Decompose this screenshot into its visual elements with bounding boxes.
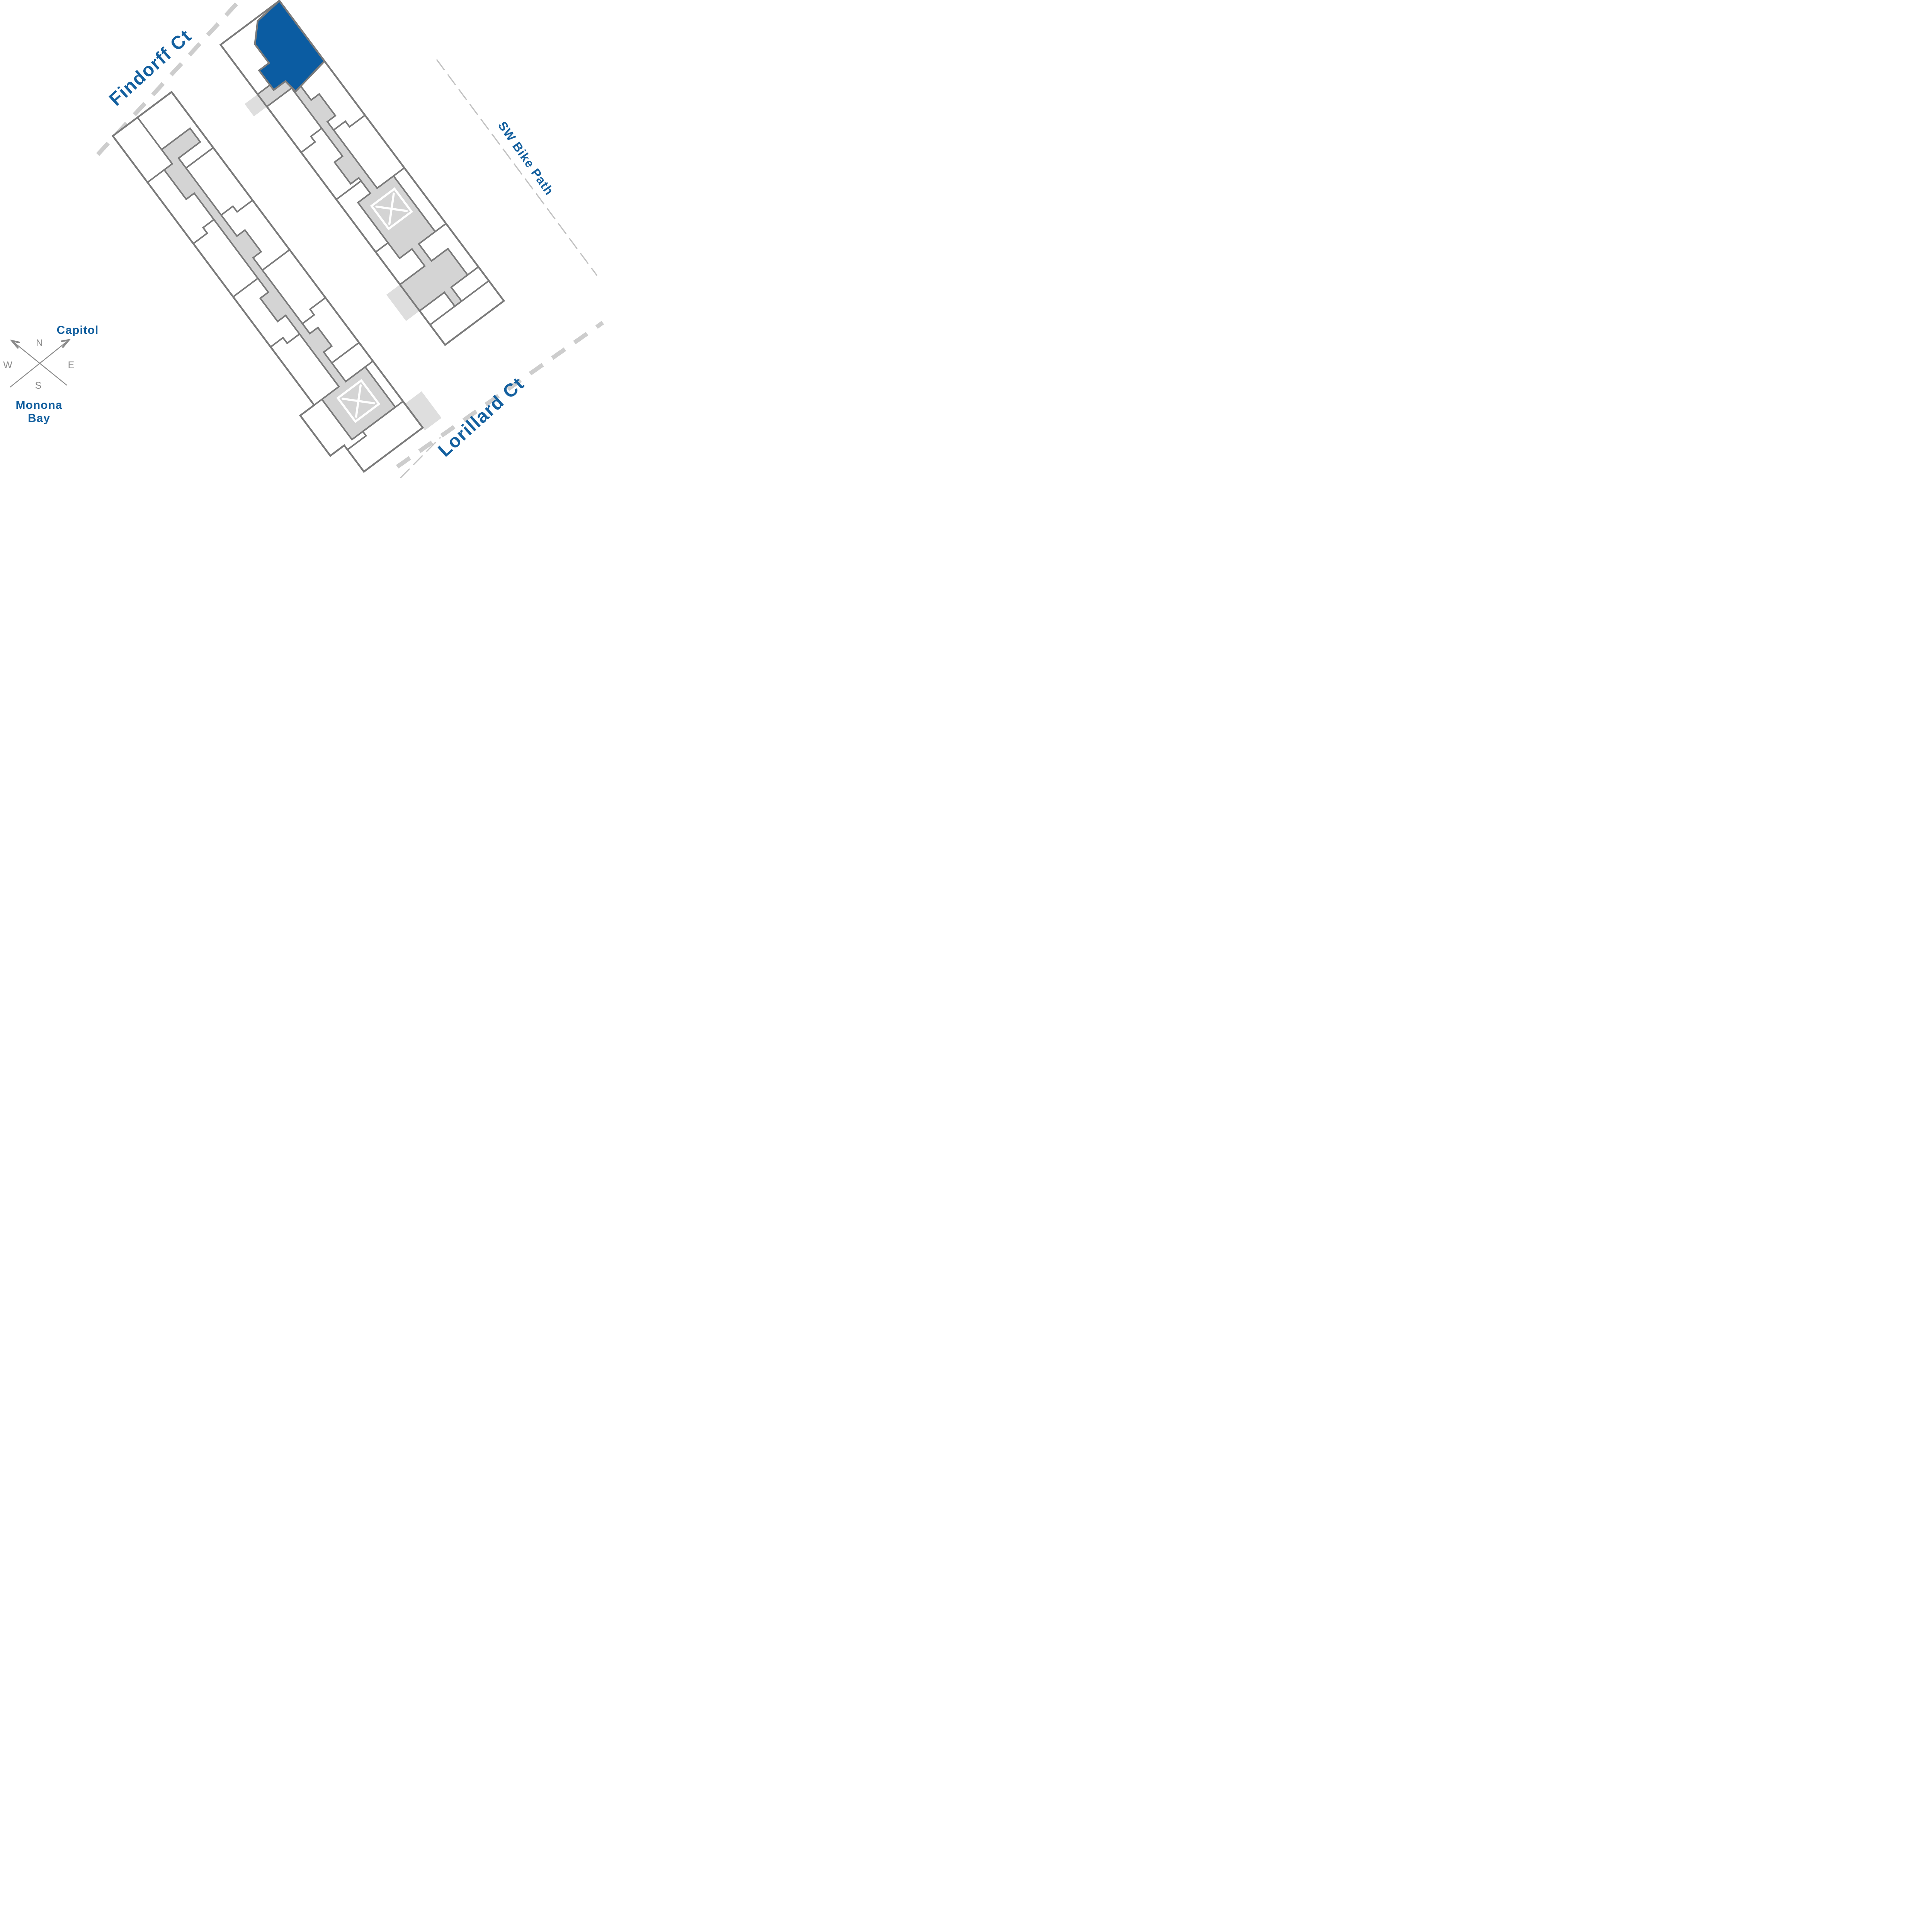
compass-south-letter: S [35, 380, 42, 391]
lorillard-ct-street-dash-line [396, 321, 604, 469]
site-plan-canvas: Findorff Ct SW Bike Path Lorillard Ct Ca… [3, 0, 604, 478]
right-building-elevator [370, 187, 413, 230]
sw-bike-path-label: SW Bike Path [495, 119, 556, 198]
sw-bike-path-dash-line [436, 59, 598, 276]
monona-bay-label-line2: Bay [28, 412, 50, 425]
left-building-walls [137, 117, 404, 451]
south-bike-path-dash-line [400, 437, 441, 478]
site-plan: Findorff Ct SW Bike Path Lorillard Ct Ca… [0, 0, 606, 478]
findorff-ct-label: Findorff Ct [105, 26, 196, 110]
left-building [111, 90, 442, 473]
compass-rose: N E S W [3, 338, 74, 391]
elevator-icon [375, 192, 408, 225]
compass-north-letter: N [36, 338, 43, 349]
monona-bay-label-line1: Monona [16, 399, 63, 412]
compass-nw-arrow-line [12, 340, 67, 386]
left-building-exit-landing [405, 391, 442, 431]
capitol-label: Capitol [57, 324, 99, 337]
elevator-icon [342, 384, 375, 418]
compass-west-letter: W [3, 360, 12, 371]
lorillard-ct-label: Lorillard Ct [434, 373, 529, 461]
highlighted-unit[interactable] [233, 0, 329, 101]
compass-east-letter: E [68, 360, 75, 371]
compass-ne-arrowhead-icon [61, 338, 71, 348]
left-building-elevator [336, 379, 381, 423]
right-building-walls [301, 114, 490, 326]
right-building [219, 0, 505, 346]
compass-nw-arrowhead-icon [10, 339, 20, 349]
right-building-exit-landing [386, 284, 420, 321]
